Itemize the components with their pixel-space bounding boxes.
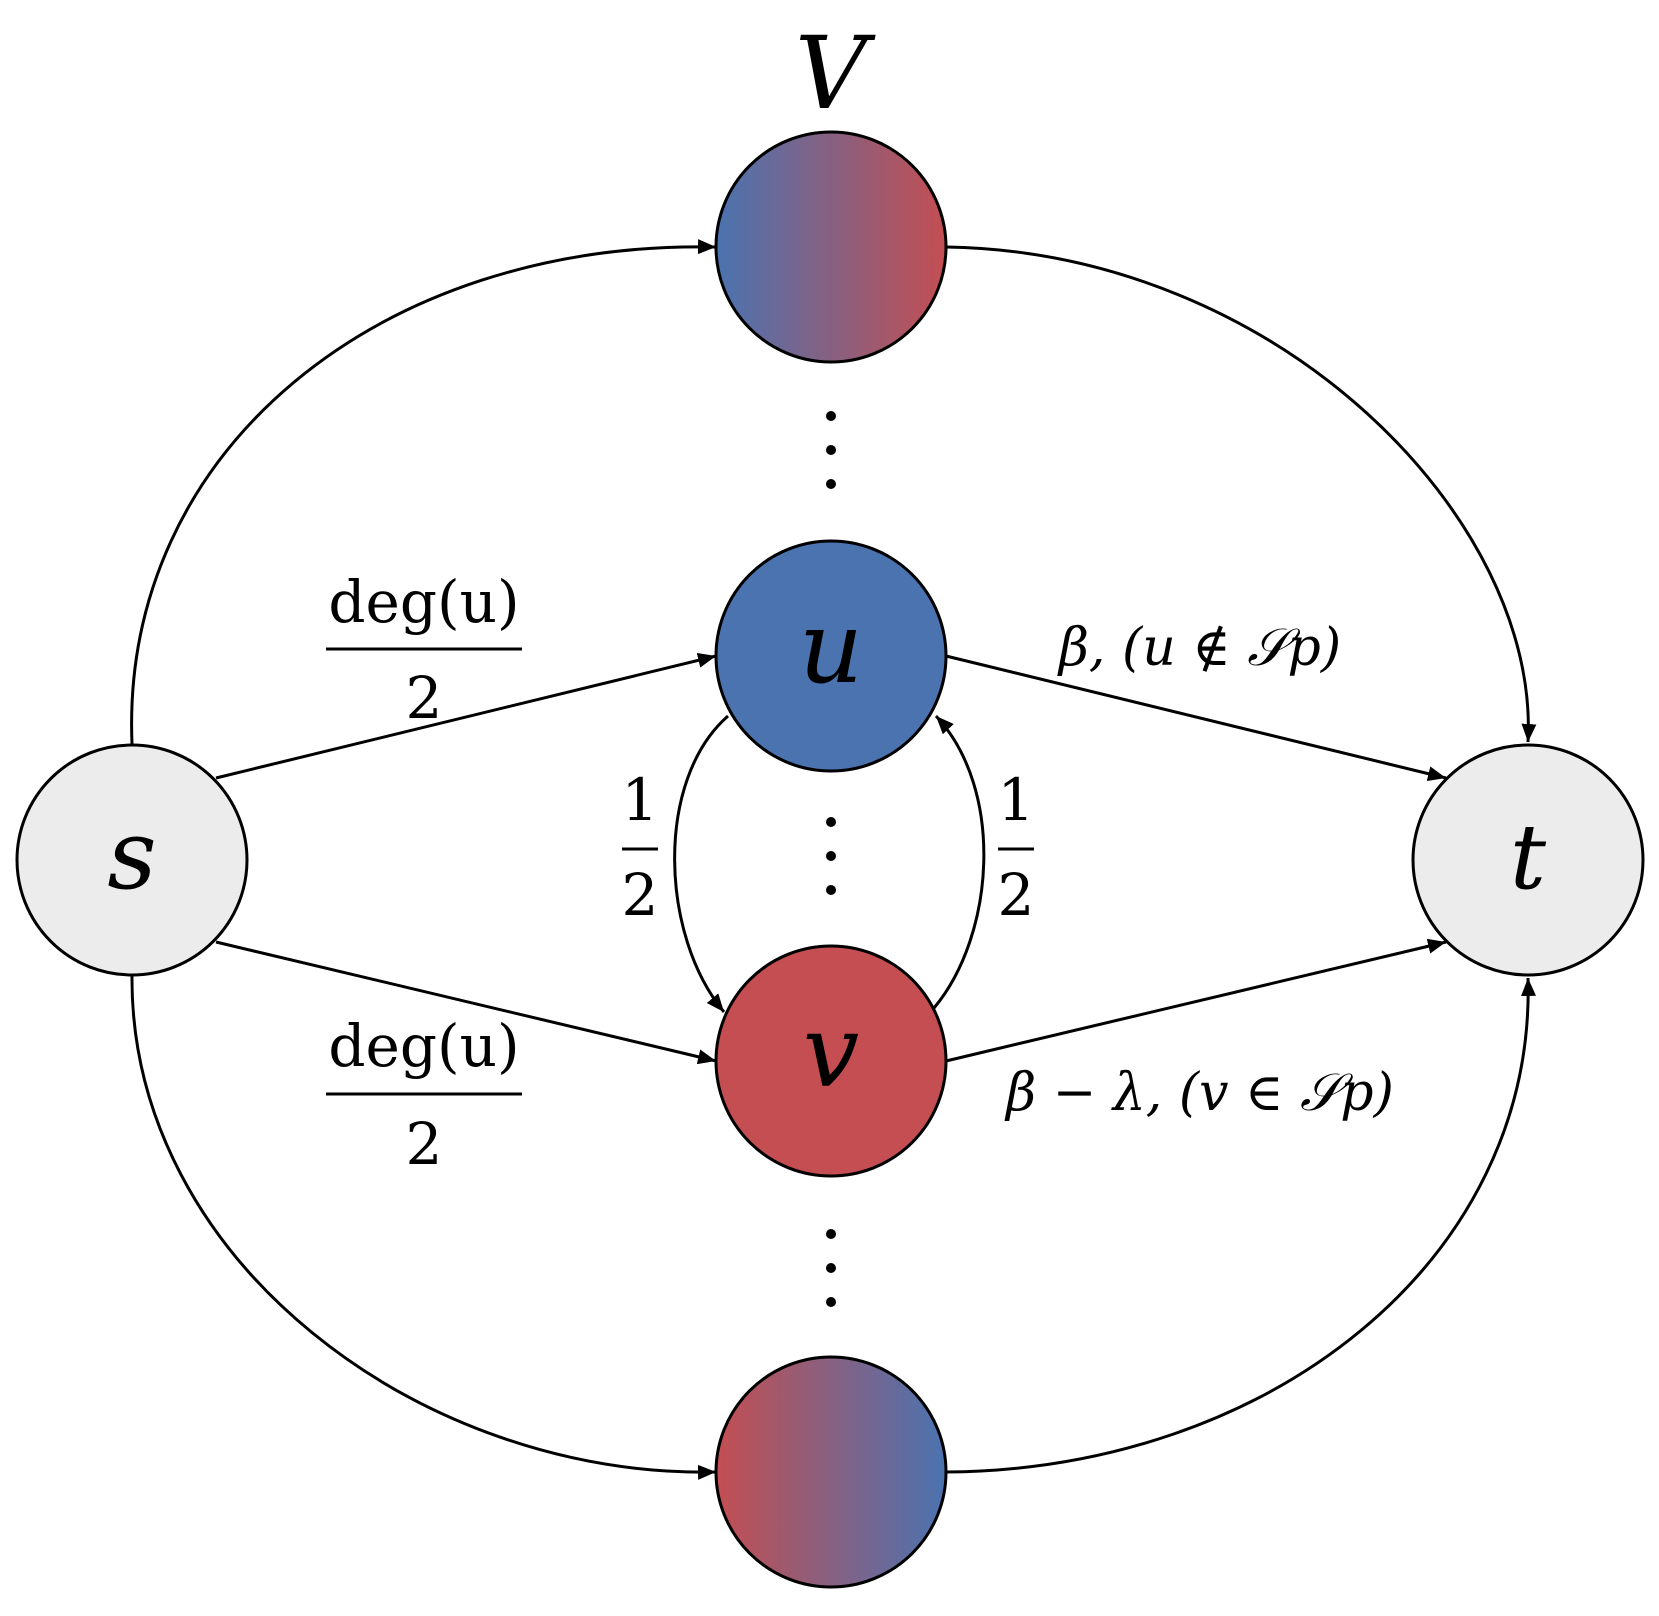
edge-top-to-t	[945, 245, 1537, 743]
ellipsis-dots-upper	[826, 411, 836, 489]
edge-label-s-u-numerator: deg(u)	[328, 568, 519, 636]
edge-label-s-v-numerator: deg(u)	[328, 1012, 519, 1080]
node-v	[714, 944, 948, 1178]
node-t	[1411, 743, 1645, 977]
edge-v-to-t	[945, 938, 1447, 1063]
edge-label-v-t: β − λ, (v ∈ 𝒮p)	[1004, 1063, 1394, 1123]
edge-label-v-u-numerator: 1	[998, 766, 1035, 834]
node-u-label: u	[799, 589, 863, 706]
edge-s-to-bottom	[130, 975, 717, 1480]
edge-bottom-to-t	[945, 977, 1536, 1474]
ellipsis-dots-middle	[826, 817, 836, 895]
edge-s-to-top	[130, 239, 717, 745]
edge-s-to-v	[215, 940, 717, 1065]
edge-label-s-v-denominator: 2	[406, 1110, 443, 1178]
node-bottom-gradient	[714, 1355, 948, 1589]
edge-label-u-t: β, (u ∉ 𝒮p)	[1057, 618, 1341, 678]
node-u	[714, 539, 948, 773]
ellipsis-dots-lower	[826, 1229, 836, 1307]
node-v-label: v	[803, 993, 860, 1110]
edge-label-v-u-denominator: 2	[998, 861, 1035, 929]
edge-v-to-u	[932, 714, 986, 1009]
node-s-label: s	[107, 799, 156, 911]
edge-label-u-v-numerator: 1	[622, 766, 659, 834]
node-t-label: t	[1510, 805, 1547, 910]
edge-label-u-v-denominator: 2	[622, 861, 659, 929]
set-label-v: V	[795, 15, 876, 132]
node-s	[15, 743, 249, 977]
edge-u-to-v	[673, 714, 729, 1013]
edge-label-s-u-denominator: 2	[406, 664, 443, 732]
edge-u-to-t	[945, 654, 1447, 782]
node-top-gradient	[714, 130, 948, 364]
edge-s-to-u	[215, 652, 717, 780]
